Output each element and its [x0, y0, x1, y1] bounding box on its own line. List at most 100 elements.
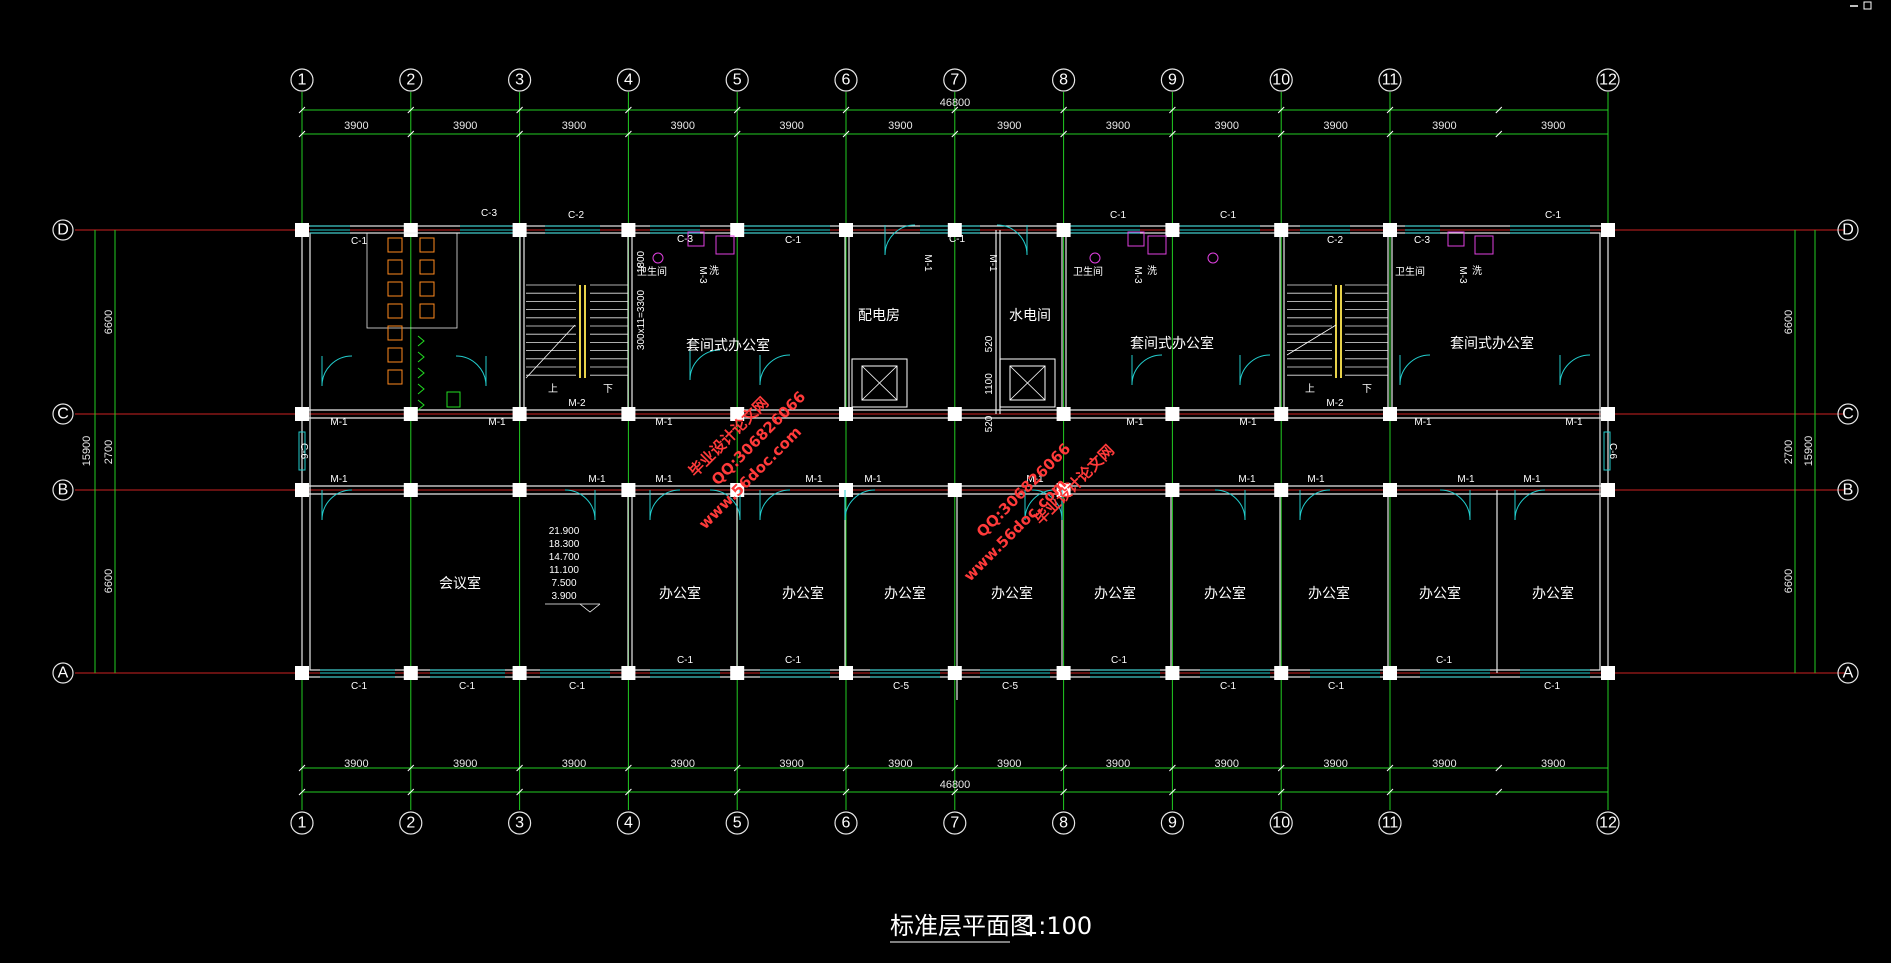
column [1383, 483, 1397, 497]
opening-tag: M-3 [1132, 266, 1143, 284]
urinal-icon [417, 383, 425, 395]
bay-dim-label: 3900 [997, 758, 1021, 770]
opening-tag: M-1 [1457, 474, 1475, 485]
opening-tag: C-1 [351, 681, 368, 692]
elevation-value: 18.300 [549, 539, 580, 550]
axis-letter-label: C [57, 406, 69, 423]
elevation-value: 3.900 [551, 591, 576, 602]
opening-tag: M-1 [655, 417, 673, 428]
axis-number-label: 6 [842, 815, 851, 832]
column [1165, 666, 1180, 680]
room-office: 办公室 [1419, 585, 1461, 602]
room-meeting: 会议室 [439, 575, 481, 592]
opening-tag: M-2 [568, 398, 586, 409]
column [730, 223, 745, 237]
opening-tag: M-1 [864, 474, 882, 485]
opening-tag: C-1 [785, 655, 802, 666]
elevator-left [851, 358, 908, 408]
opening-tag: M-1 [1126, 417, 1144, 428]
restore-icon[interactable] [1863, 1, 1872, 10]
axis-number-label: 1 [298, 72, 307, 89]
bay-dim-label: 3900 [453, 758, 477, 770]
opening-tag: C-1 [1544, 681, 1561, 692]
right-bottom-dim: 6600 [1783, 569, 1795, 593]
room-toilet: 卫生间 [637, 265, 667, 278]
toilet-icon [419, 259, 435, 275]
opening-tag: M-1 [1238, 474, 1256, 485]
toilet-fixtures [366, 232, 461, 411]
axis-number-label: 4 [624, 72, 633, 89]
left-top-dim: 6600 [103, 310, 115, 334]
opening-tag: C-1 [785, 235, 802, 246]
total-dim-bottom: 46800 [940, 779, 971, 791]
opening-tag: M-1 [1239, 417, 1257, 428]
column [295, 666, 309, 680]
toilet-icon [387, 369, 403, 385]
opening-tag: C-3 [1414, 235, 1431, 246]
opening-tag: M-1 [1307, 474, 1325, 485]
axis-number-label: 2 [406, 72, 415, 89]
column [1383, 223, 1397, 237]
column [1165, 483, 1180, 497]
axis-number-label: 10 [1272, 72, 1290, 89]
axis-number-label: 9 [1168, 815, 1177, 832]
column [512, 407, 527, 421]
room-suite-office-3: 套间式办公室 [1450, 335, 1534, 352]
axis-number-label: 11 [1382, 815, 1399, 832]
bay-dim-label: 3900 [1541, 120, 1565, 132]
opening-tag: M-1 [1523, 474, 1541, 485]
urinal-icon [417, 351, 425, 363]
door-swings [321, 224, 1591, 521]
column [403, 483, 418, 497]
opening-tag: C-1 [1436, 655, 1453, 666]
column [1383, 407, 1397, 421]
axis-number-label: 2 [406, 815, 415, 832]
bay-dim-label: 3900 [1432, 120, 1456, 132]
axis-number-label: 12 [1599, 815, 1617, 832]
left-total-dim: 15900 [81, 436, 93, 467]
bay-dim-label: 3900 [1106, 120, 1130, 132]
urinal-icon [417, 335, 425, 347]
bay-dim-label: 3900 [562, 758, 586, 770]
elevation-value: 7.500 [551, 578, 576, 589]
column [947, 666, 962, 680]
column [295, 483, 309, 497]
axis-number-label: 5 [733, 72, 742, 89]
opening-tag: M-1 [330, 474, 348, 485]
axis-letter-label: D [57, 222, 69, 239]
window-controls[interactable] [1850, 1, 1872, 10]
opening-tag: C-1 [1220, 681, 1237, 692]
bay-dim-label: 3900 [344, 758, 368, 770]
stair-up-label: 上 [548, 383, 558, 395]
column [1274, 483, 1289, 497]
stair-small-dim: 1800 [636, 250, 647, 273]
bay-dim-label: 3900 [888, 120, 912, 132]
column [1601, 223, 1615, 237]
column [1274, 223, 1289, 237]
opening-tag: M-1 [488, 417, 506, 428]
elevation-marker-icon [579, 603, 601, 613]
opening-tag: C-1 [569, 681, 586, 692]
room-office: 办公室 [1204, 585, 1246, 602]
elevator-dim-3: 520 [984, 415, 995, 432]
room-office: 办公室 [782, 585, 824, 602]
stair-down-label: 下 [603, 384, 613, 395]
opening-tag: C-1 [949, 234, 966, 245]
drawing-scale: 1:100 [1023, 912, 1092, 940]
bay-dim-label: 3900 [888, 758, 912, 770]
column [839, 223, 853, 237]
axis-number-label: 8 [1059, 815, 1068, 832]
room-labels: 套间式办公室 套间式办公室 套间式办公室 配电房 水电间 会议室 办公室 办公室… [439, 265, 1574, 602]
axis-number-label: 8 [1059, 72, 1068, 89]
opening-tag: C-1 [1110, 210, 1127, 221]
column [1165, 407, 1180, 421]
opening-tag: M-1 [922, 254, 933, 272]
opening-tag: M-1 [987, 254, 998, 272]
opening-tag: M-1 [1026, 474, 1044, 485]
column [1274, 666, 1289, 680]
bay-dim-label: 3900 [1215, 758, 1239, 770]
opening-tag: M-1 [805, 474, 823, 485]
toilet-icon [387, 281, 403, 297]
bay-dim-label: 3900 [671, 758, 695, 770]
